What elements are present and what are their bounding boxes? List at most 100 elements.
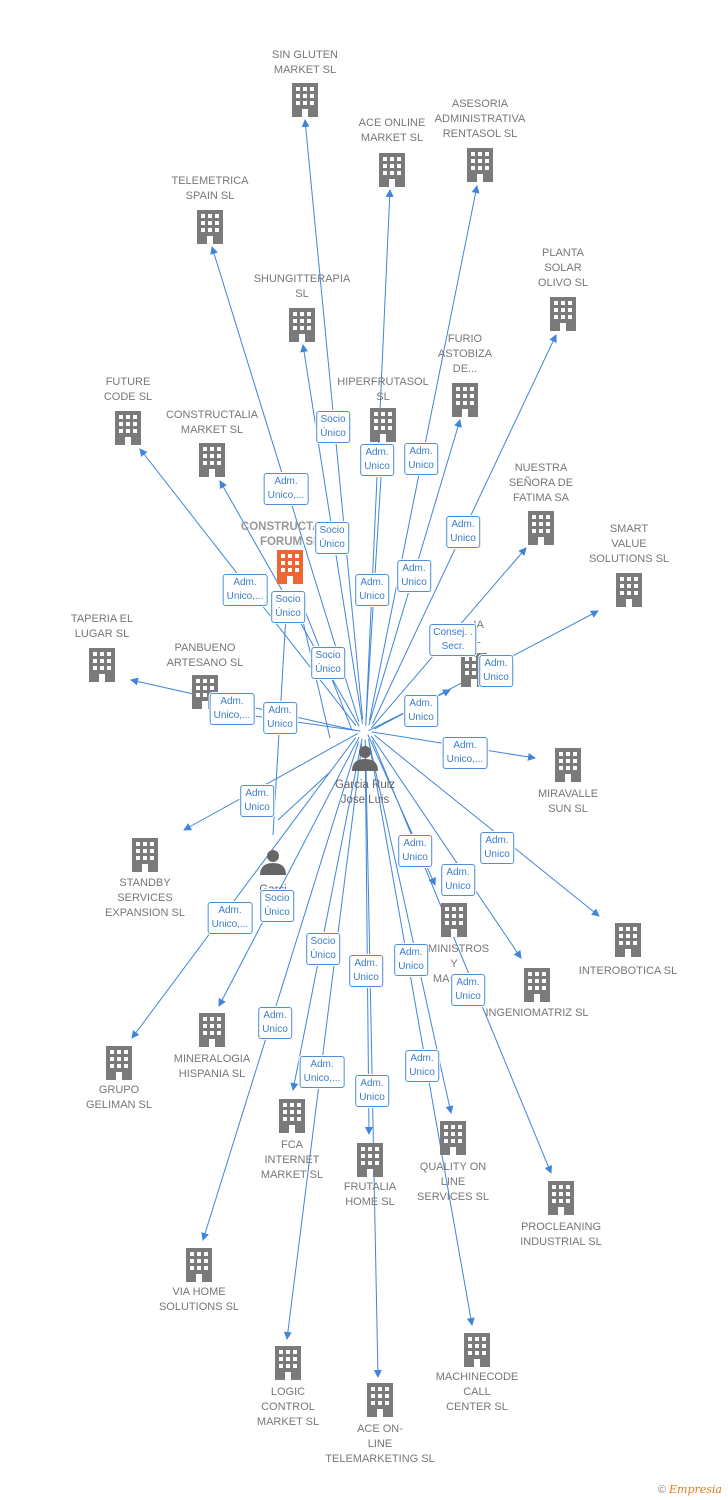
building-icon[interactable] (615, 923, 641, 957)
relationship-badge[interactable]: Adm.Unico (394, 944, 428, 976)
focus-building-icon[interactable] (277, 550, 303, 584)
relationship-badge[interactable]: Adm.Unico (360, 444, 394, 476)
relationship-badge[interactable]: Adm.Unico (398, 835, 432, 867)
building-icon[interactable] (289, 308, 315, 342)
empresia-logo[interactable]: Empresia (669, 1483, 722, 1496)
building-icon[interactable] (464, 1333, 490, 1367)
relationship-badge[interactable]: Adm.Unico,... (209, 693, 255, 725)
building-icon[interactable] (452, 383, 478, 417)
relationship-badge[interactable]: Adm.Unico (441, 864, 475, 896)
building-icon[interactable] (89, 648, 115, 682)
building-icon[interactable] (275, 1346, 301, 1380)
relationship-badge[interactable]: Adm.Unico (479, 655, 513, 687)
building-icon[interactable] (106, 1046, 132, 1080)
building-icon[interactable] (115, 411, 141, 445)
relationship-badge-line: Único (315, 664, 341, 675)
building-icon[interactable] (524, 968, 550, 1002)
relationship-badge[interactable]: Adm.Unico,... (299, 1056, 345, 1088)
company-label-line: FURIO (447, 333, 483, 345)
relationship-badge-line: Secr. (441, 641, 465, 652)
building-icon[interactable] (186, 1248, 212, 1282)
building-icon[interactable] (357, 1143, 383, 1177)
relationship-badge[interactable]: Consej. .Secr. (429, 624, 477, 656)
relationship-badge-line: Unico,... (267, 490, 305, 501)
person-icon[interactable] (352, 746, 378, 771)
relationship-badge[interactable]: Adm.Unico (397, 560, 431, 592)
building-icon[interactable] (441, 903, 467, 937)
relationship-badge-line: Adm. (263, 1010, 287, 1021)
relationship-badge[interactable]: Adm.Unico,... (207, 902, 253, 934)
building-icon[interactable] (467, 148, 493, 182)
relationship-badge[interactable]: Adm.Unico (451, 974, 485, 1006)
relationship-badge[interactable]: Adm.Unico (404, 695, 438, 727)
relationship-badge[interactable]: Adm.Unico (355, 574, 389, 606)
relationship-badge[interactable]: Adm.Unico (258, 1007, 292, 1039)
building-icon[interactable] (555, 748, 581, 782)
center-person-label-line: Jose Luis (340, 794, 390, 806)
building-icon[interactable] (370, 408, 396, 442)
relationship-badge[interactable]: Adm.Unico (446, 516, 480, 548)
building-icon[interactable] (440, 1121, 466, 1155)
company-label-line: INTEROBOTICA SL (578, 965, 678, 977)
relationship-badge[interactable]: Adm.Unico (405, 1050, 439, 1082)
company-label[interactable]: INGENIOMATRIZ SL (485, 1006, 588, 1021)
company-label[interactable]: INTEROBOTICA SL (579, 964, 677, 979)
person-icon[interactable] (260, 850, 286, 875)
building-icon[interactable] (292, 83, 318, 117)
building-icon[interactable] (548, 1181, 574, 1215)
building-icon[interactable] (550, 297, 576, 331)
relationship-badge[interactable]: Adm.Unico (355, 1075, 389, 1107)
building-icon[interactable] (279, 1099, 305, 1133)
relationship-badge[interactable]: Adm.Unico (480, 832, 514, 864)
relationship-badge[interactable]: Adm.Unico,... (442, 737, 488, 769)
relationship-badge[interactable]: Adm.Unico,... (263, 473, 309, 505)
building-icon[interactable] (367, 1383, 393, 1417)
relationship-badge[interactable]: Adm.Unico (240, 785, 274, 817)
relationship-badge[interactable]: Adm.Unico (404, 443, 438, 475)
building-icon[interactable] (199, 443, 225, 477)
building-icon[interactable] (616, 573, 642, 607)
relationship-badge[interactable]: Adm.Unico (349, 955, 383, 987)
building-icon[interactable] (132, 838, 158, 872)
building-icon[interactable] (199, 1013, 225, 1047)
building-icon[interactable] (528, 511, 554, 545)
relationship-badge[interactable]: Adm.Unico,... (222, 574, 268, 606)
relationship-badge[interactable]: Adm.Unico (263, 702, 297, 734)
building-icon[interactable] (379, 153, 405, 187)
building-icon[interactable] (197, 210, 223, 244)
